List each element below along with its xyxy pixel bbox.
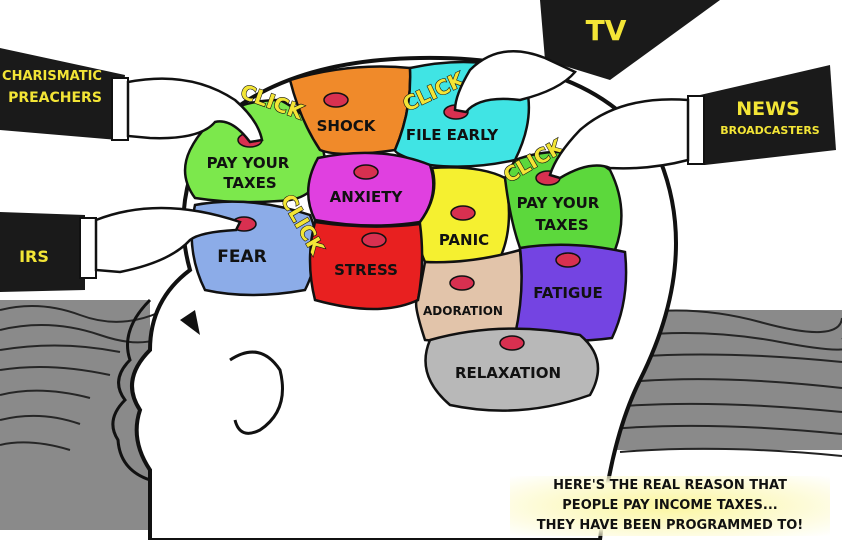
eye [180, 310, 200, 335]
label-fear: FEAR [217, 247, 266, 267]
button-relaxation[interactable] [499, 335, 525, 351]
button-fatigue[interactable] [555, 252, 581, 268]
ear [229, 350, 284, 435]
irs-arm: IRS [0, 206, 242, 292]
label-broadcasters: BROADCASTERS [720, 124, 820, 137]
button-panic[interactable] [450, 205, 476, 221]
hatch-left [0, 300, 150, 530]
caption: HERE'S THE REAL REASON THAT PEOPLE PAY I… [510, 476, 830, 536]
label-file-early: FILE EARLY [406, 126, 499, 144]
label-stress: STRESS [334, 261, 398, 279]
label-panic: PANIC [439, 231, 489, 249]
label-pay-your-taxes-left-2: TAXES [223, 174, 276, 192]
label-pay-your-taxes-right-2: TAXES [535, 216, 588, 234]
button-adoration[interactable] [449, 275, 475, 291]
caption-line-3: THEY HAVE BEEN PROGRAMMED TO! [536, 518, 804, 533]
caption-line-1: HERE'S THE REAL REASON THAT [553, 478, 787, 493]
button-shock[interactable] [323, 92, 349, 108]
button-anxiety[interactable] [353, 164, 379, 180]
label-news: NEWS [736, 98, 800, 120]
face-profile [111, 298, 152, 540]
label-irs: IRS [19, 247, 49, 266]
button-stress[interactable] [361, 232, 387, 248]
region-relaxation[interactable] [424, 327, 600, 412]
label-tv: TV [586, 14, 627, 47]
preachers-arm: CHARISMATIC PREACHERS [0, 48, 264, 144]
label-anxiety: ANXIETY [330, 188, 404, 206]
news-arm: NEWS BROADCASTERS [548, 65, 836, 180]
label-pay-your-taxes-left-1: PAY YOUR [207, 154, 290, 172]
region-fatigue[interactable] [513, 243, 628, 343]
caption-line-2: PEOPLE PAY INCOME TAXES... [562, 498, 778, 513]
label-adoration: ADORATION [423, 304, 503, 318]
label-pay-your-taxes-right-1: PAY YOUR [517, 194, 600, 212]
label-preachers: PREACHERS [8, 90, 102, 106]
label-shock: SHOCK [317, 117, 377, 135]
label-fatigue: FATIGUE [533, 284, 603, 302]
tv-arm: TV [453, 0, 720, 114]
label-charismatic: CHARISMATIC [2, 69, 102, 84]
label-relaxation: RELAXATION [455, 364, 561, 382]
